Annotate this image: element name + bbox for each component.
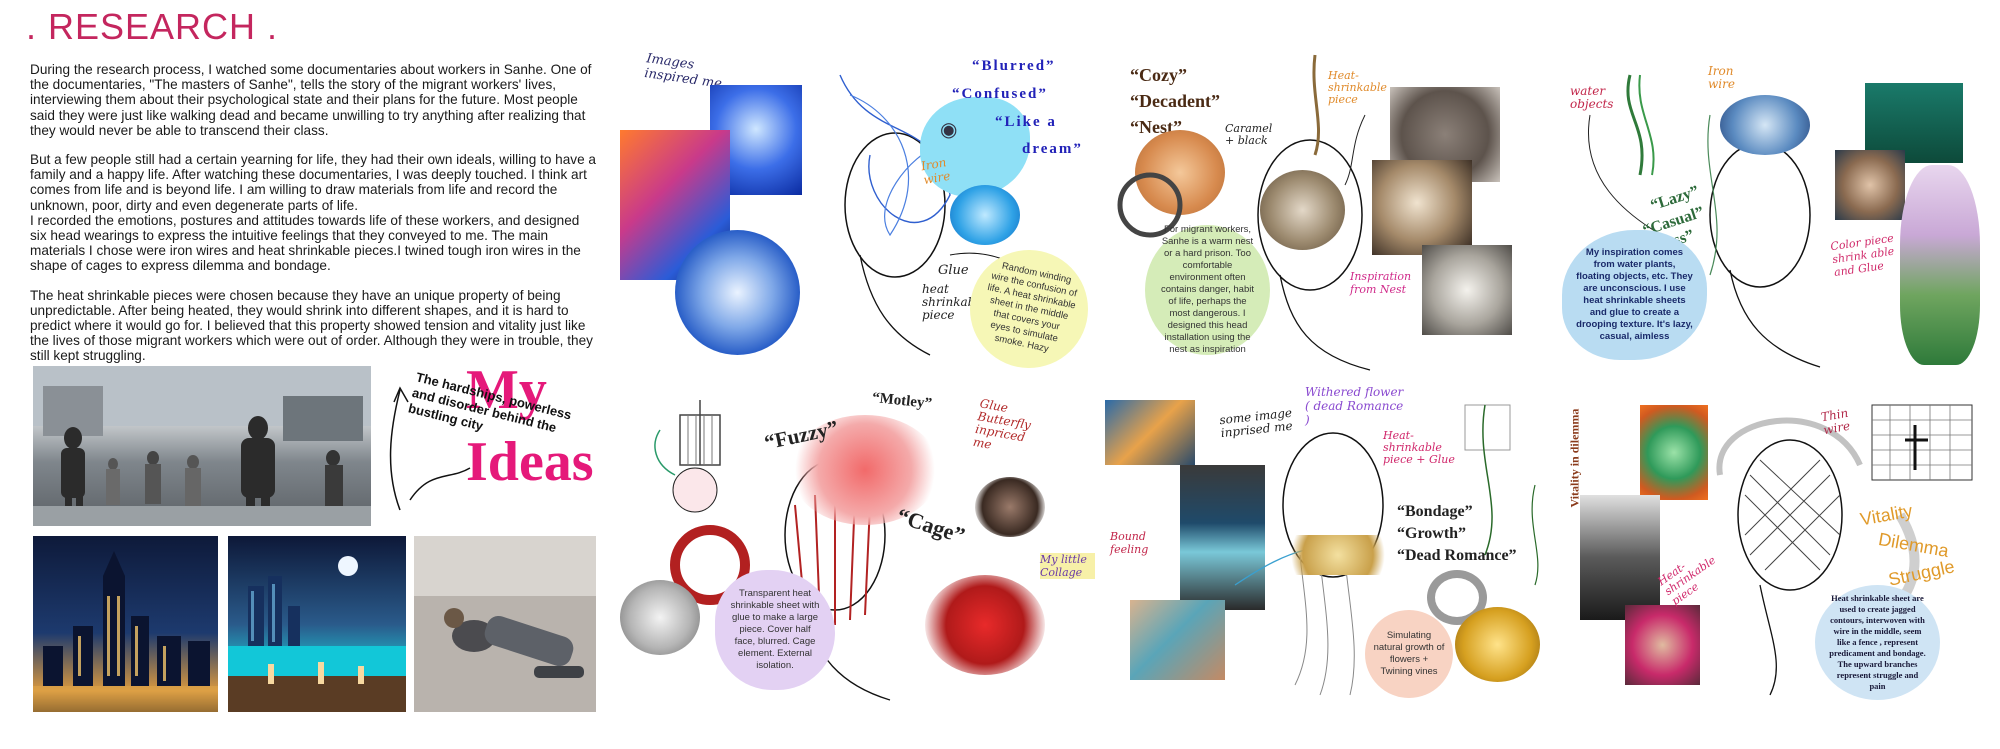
- red-ring: [670, 525, 750, 605]
- riverside-night-photo: [228, 536, 406, 712]
- bound-note: Bound feeling: [1110, 530, 1149, 556]
- design-panel-4: “Fuzzy” “Motley” “Cage” Glue Butterfly i…: [620, 385, 1095, 705]
- collage-note: My little Collage: [1040, 553, 1095, 579]
- keyword: “Decadent”: [1130, 91, 1220, 111]
- inspiration-note: Inspiration from Nest: [1350, 270, 1412, 296]
- heat-piece-note: Heat-shrinkable piece: [1328, 69, 1387, 106]
- iron-wire-note: Iron wire: [1708, 64, 1735, 91]
- red-blur-shape: [790, 415, 940, 525]
- nest-flower-piece: [1260, 170, 1345, 250]
- purple-green-piece: [1900, 165, 1980, 365]
- smoke-photo: [1422, 245, 1512, 335]
- caption-blob: My inspiration comes from water plants, …: [1562, 230, 1707, 360]
- blue-blob: [920, 97, 1030, 197]
- caption-blob: Heat shrinkable sheet are used to create…: [1815, 585, 1940, 700]
- ideas-heading-ideas: Ideas: [466, 431, 594, 493]
- keyword: dream”: [1022, 141, 1083, 157]
- design-panel-3: water objects Iron wire “Lazy” “Casual” …: [1560, 55, 1990, 375]
- red-collage: [925, 575, 1045, 675]
- glue-note: Glue: [938, 263, 969, 278]
- red-hair-photo: [1625, 605, 1700, 685]
- blurred-face-photo: [1372, 160, 1472, 255]
- research-text: During the research process, I watched s…: [30, 62, 596, 378]
- eye-icon: ◉: [940, 119, 958, 141]
- gold-flower-piece: [1283, 535, 1393, 575]
- head-sketch: [1117, 54, 1371, 371]
- arrow-sketch: [389, 386, 471, 511]
- blue-crystal: [950, 185, 1020, 245]
- keyword: “Dead Romance”: [1397, 547, 1517, 564]
- butterfly-photo: [975, 477, 1045, 537]
- corset-photo: [1180, 465, 1265, 610]
- keyword: “Like a: [995, 114, 1057, 130]
- caramel-note: Caramel + black: [1225, 122, 1273, 147]
- design-panel-6: Vitality in dilemma Heat-shrinkable piec…: [1568, 385, 1995, 705]
- design-panel-2: “Cozy” “Decadent” “Nest” Heat-shrinkable…: [1110, 54, 1530, 375]
- gold-shrink-piece: [1455, 607, 1540, 682]
- street-crowd-photo: [33, 366, 371, 526]
- seaweed-photo: [1865, 83, 1963, 163]
- heat-glue-note: Heat-shrinkable piece + Glue: [1383, 429, 1455, 466]
- clear-shrink-piece: [620, 580, 700, 655]
- caption-blob: Transparent heat shrinkable sheet with g…: [715, 570, 835, 690]
- sleeping-face-photo: [1835, 150, 1905, 220]
- withered-note: Withered flower ( dead Romance ): [1305, 385, 1404, 427]
- bound-faces-photo: [1130, 600, 1225, 680]
- blue-disc-piece: [1720, 95, 1810, 155]
- caption-blob: For migrant workers, Sanhe is a warm nes…: [1145, 224, 1270, 355]
- silver-ring: [1427, 570, 1487, 625]
- water-note: water objects: [1570, 84, 1614, 111]
- paragraph: During the research process, I watched s…: [30, 62, 592, 138]
- keyword: “Confused”: [952, 86, 1048, 102]
- night-skyline-photo: [33, 536, 218, 712]
- design-panel-1: Images inspired me ◉ “Blurred” “Confused…: [620, 51, 1099, 379]
- ideas-heading-my: My: [466, 359, 547, 421]
- page-title: . RESEARCH .: [26, 6, 279, 47]
- flower-head-photo: [1105, 400, 1195, 465]
- keyword: “Growth”: [1397, 525, 1467, 542]
- sleeping-worker-photo: [414, 536, 596, 712]
- keyword: “Blurred”: [972, 58, 1056, 74]
- dancer-photo: [1580, 495, 1660, 620]
- caption-blob: Simulating natural growth of flowers + T…: [1365, 610, 1453, 698]
- paragraph: But a few people still had a certain yea…: [30, 152, 596, 274]
- paragraph: The heat shrinkable pieces were chosen b…: [30, 287, 593, 364]
- design-panel-5: some image inprised me Withered flower (…: [1105, 385, 1545, 705]
- green-sculpture-photo: [1640, 405, 1708, 500]
- keyword: “Bondage”: [1397, 503, 1473, 520]
- keyword: “Cozy”: [1130, 65, 1187, 85]
- head-sketch: [1588, 74, 1821, 368]
- blue-spiral-photo: [675, 230, 800, 355]
